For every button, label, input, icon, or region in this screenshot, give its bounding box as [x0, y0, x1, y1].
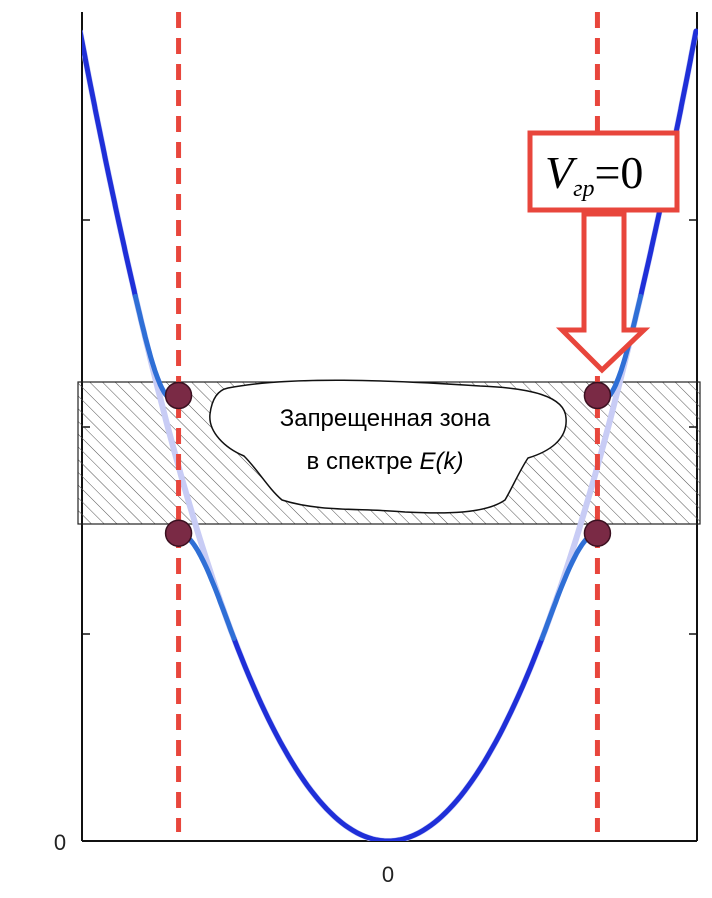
gap-edge-point: [583, 519, 612, 547]
perturbed-curve-segment: [176, 530, 237, 641]
gap-label-line2: в спектре E(k): [307, 448, 464, 475]
x-tick-label-zero: 0: [382, 862, 394, 887]
cloud-shape: [209, 379, 567, 514]
gap-edge-points: [164, 381, 612, 547]
unperturbed-curve: [82, 30, 698, 841]
gap-label-line1: Запрещенная зона: [280, 405, 491, 432]
perturbed-curve-segment: [539, 530, 600, 641]
down-arrow: [555, 211, 651, 374]
gap-edge-point: [583, 381, 612, 410]
gap-edge-point: [164, 381, 193, 410]
dispersion-curve-segment: [82, 29, 138, 299]
velocity-box: [527, 130, 680, 213]
velocity-formula: Vгр=0: [545, 147, 643, 202]
group-velocity-label: Vгр=0: [527, 130, 680, 213]
y-tick-label-zero: 0: [54, 830, 66, 855]
gap-edge-point: [164, 519, 193, 547]
gap-label-cloud: Запрещенная зона в спектре E(k): [209, 379, 567, 514]
dispersion-curve-segment: [231, 636, 545, 841]
